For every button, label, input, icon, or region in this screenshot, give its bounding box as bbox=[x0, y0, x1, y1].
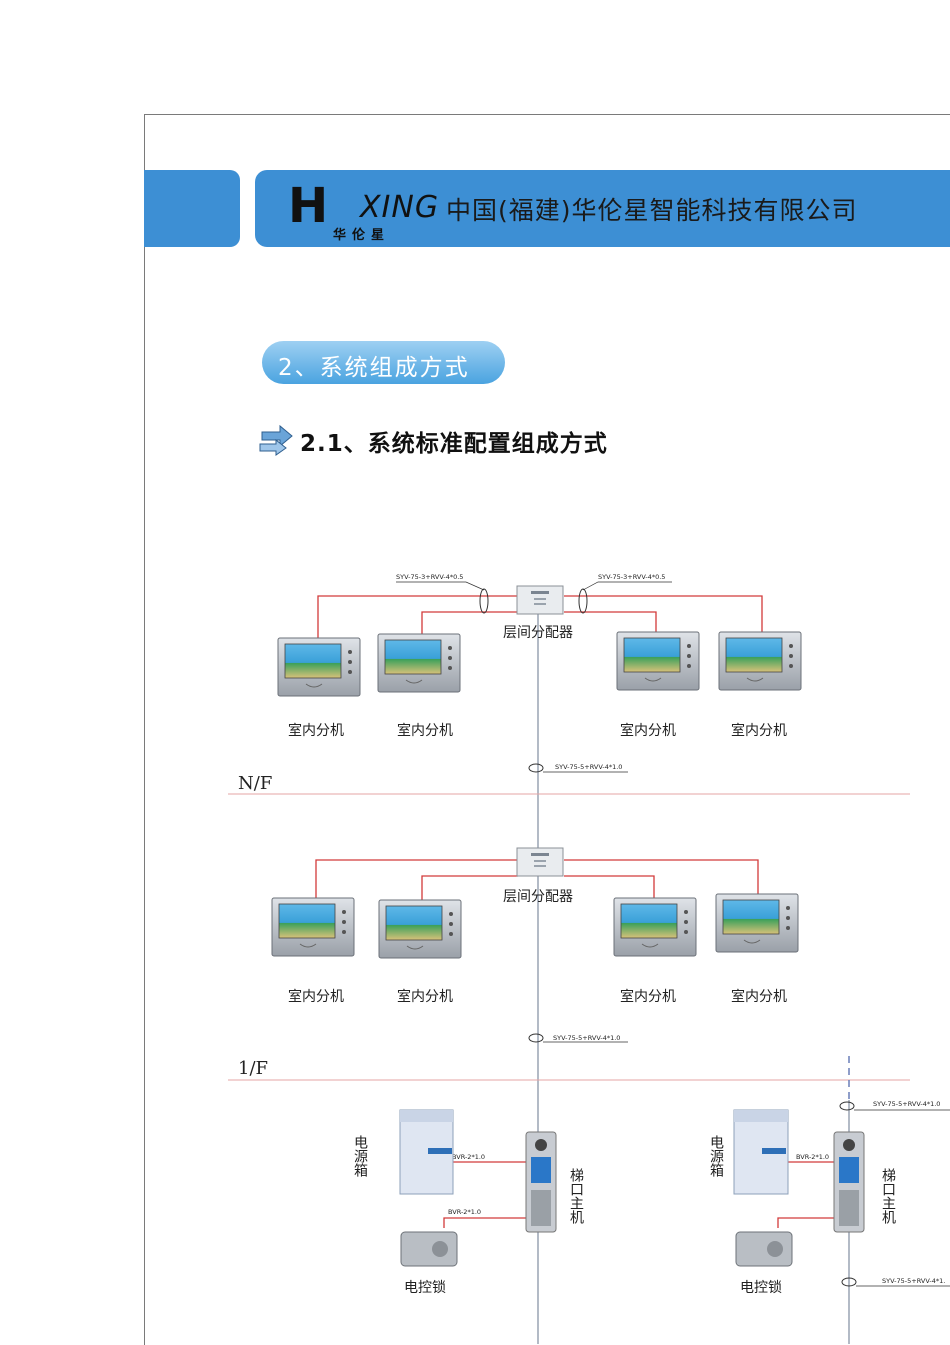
section-heading-pill: 2、系统组成方式 bbox=[262, 341, 505, 384]
cable-label-power-left: BVR-2*1.0 bbox=[452, 1153, 485, 1161]
monitor-label: 室内分机 bbox=[620, 722, 676, 739]
power-box-label-left: 电源箱 bbox=[352, 1135, 368, 1177]
cable-label-power-right: BVR-2*1.0 bbox=[796, 1153, 829, 1161]
cable-label-top-left: SYV-75-3+RVV-4*0.5 bbox=[396, 573, 463, 581]
monitor-label: 室内分机 bbox=[397, 988, 453, 1005]
arrow-icon bbox=[259, 424, 293, 456]
power-box bbox=[733, 1109, 789, 1195]
door-station bbox=[525, 1131, 557, 1233]
monitor-label: 室内分机 bbox=[288, 988, 344, 1005]
indoor-monitor bbox=[613, 897, 697, 957]
cable-label-top-right: SYV-75-3+RVV-4*0.5 bbox=[598, 573, 665, 581]
door-station bbox=[833, 1131, 865, 1233]
entrance-left-wiring bbox=[443, 1161, 526, 1228]
indoor-monitor bbox=[616, 631, 700, 691]
door-station-label-left: 梯口主机 bbox=[568, 1168, 584, 1225]
power-box-label-right: 电源箱 bbox=[708, 1135, 724, 1177]
entrance-right-wiring bbox=[777, 1161, 834, 1228]
lock-label-left: 电控锁 bbox=[404, 1280, 446, 1296]
monitor-label: 室内分机 bbox=[731, 988, 787, 1005]
cable-label-lock-left: BVR-2*1.0 bbox=[448, 1208, 481, 1216]
riser-cable-label-top: SYV-75-5+RVV-4*1.0 bbox=[555, 763, 622, 771]
logo-word: XING bbox=[360, 190, 440, 225]
logo-chinese: 华伦星 bbox=[333, 228, 391, 243]
riser-cable-label-bottom: SYV-75-5+RVV-4*1.0 bbox=[553, 1034, 620, 1042]
indoor-monitor bbox=[718, 631, 802, 691]
header-side-tab bbox=[144, 170, 240, 247]
monitor-label: 室内分机 bbox=[620, 988, 676, 1005]
distributor-bottom bbox=[516, 847, 564, 877]
section-heading: 2、系统组成方式 bbox=[278, 355, 470, 381]
indoor-monitor bbox=[378, 899, 462, 959]
floor-label-nf: N/F bbox=[238, 773, 272, 794]
electric-lock bbox=[735, 1231, 793, 1267]
lock-label-right: 电控锁 bbox=[740, 1280, 782, 1296]
top-floor-wiring bbox=[317, 581, 763, 638]
company-name: 中国(福建)华伦星智能科技有限公司 bbox=[446, 196, 858, 225]
door-station-label-right: 梯口主机 bbox=[880, 1168, 896, 1225]
indoor-monitor bbox=[715, 893, 799, 953]
logo-letter: H bbox=[288, 178, 328, 234]
power-box bbox=[399, 1109, 454, 1195]
monitor-label: 室内分机 bbox=[288, 722, 344, 739]
indoor-monitor bbox=[271, 897, 355, 957]
electric-lock bbox=[400, 1231, 458, 1267]
cable-label-right-top: SYV-75-5+RVV-4*1.0 bbox=[873, 1100, 940, 1108]
indoor-monitor bbox=[377, 633, 461, 693]
cable-label-right-bottom: SYV-75-5+RVV-4*1. bbox=[882, 1277, 945, 1285]
bottom-floor-wiring bbox=[315, 859, 759, 902]
floor-label-1f: 1/F bbox=[238, 1058, 268, 1079]
distributor-label-bottom: 层间分配器 bbox=[503, 889, 573, 905]
distributor-top bbox=[516, 585, 564, 615]
indoor-monitor bbox=[277, 637, 361, 697]
distributor-label-top: 层间分配器 bbox=[503, 625, 573, 641]
subsection-title: 2.1、系统标准配置组成方式 bbox=[300, 431, 608, 457]
monitor-label: 室内分机 bbox=[731, 722, 787, 739]
monitor-label: 室内分机 bbox=[397, 722, 453, 739]
header-banner bbox=[255, 170, 950, 247]
